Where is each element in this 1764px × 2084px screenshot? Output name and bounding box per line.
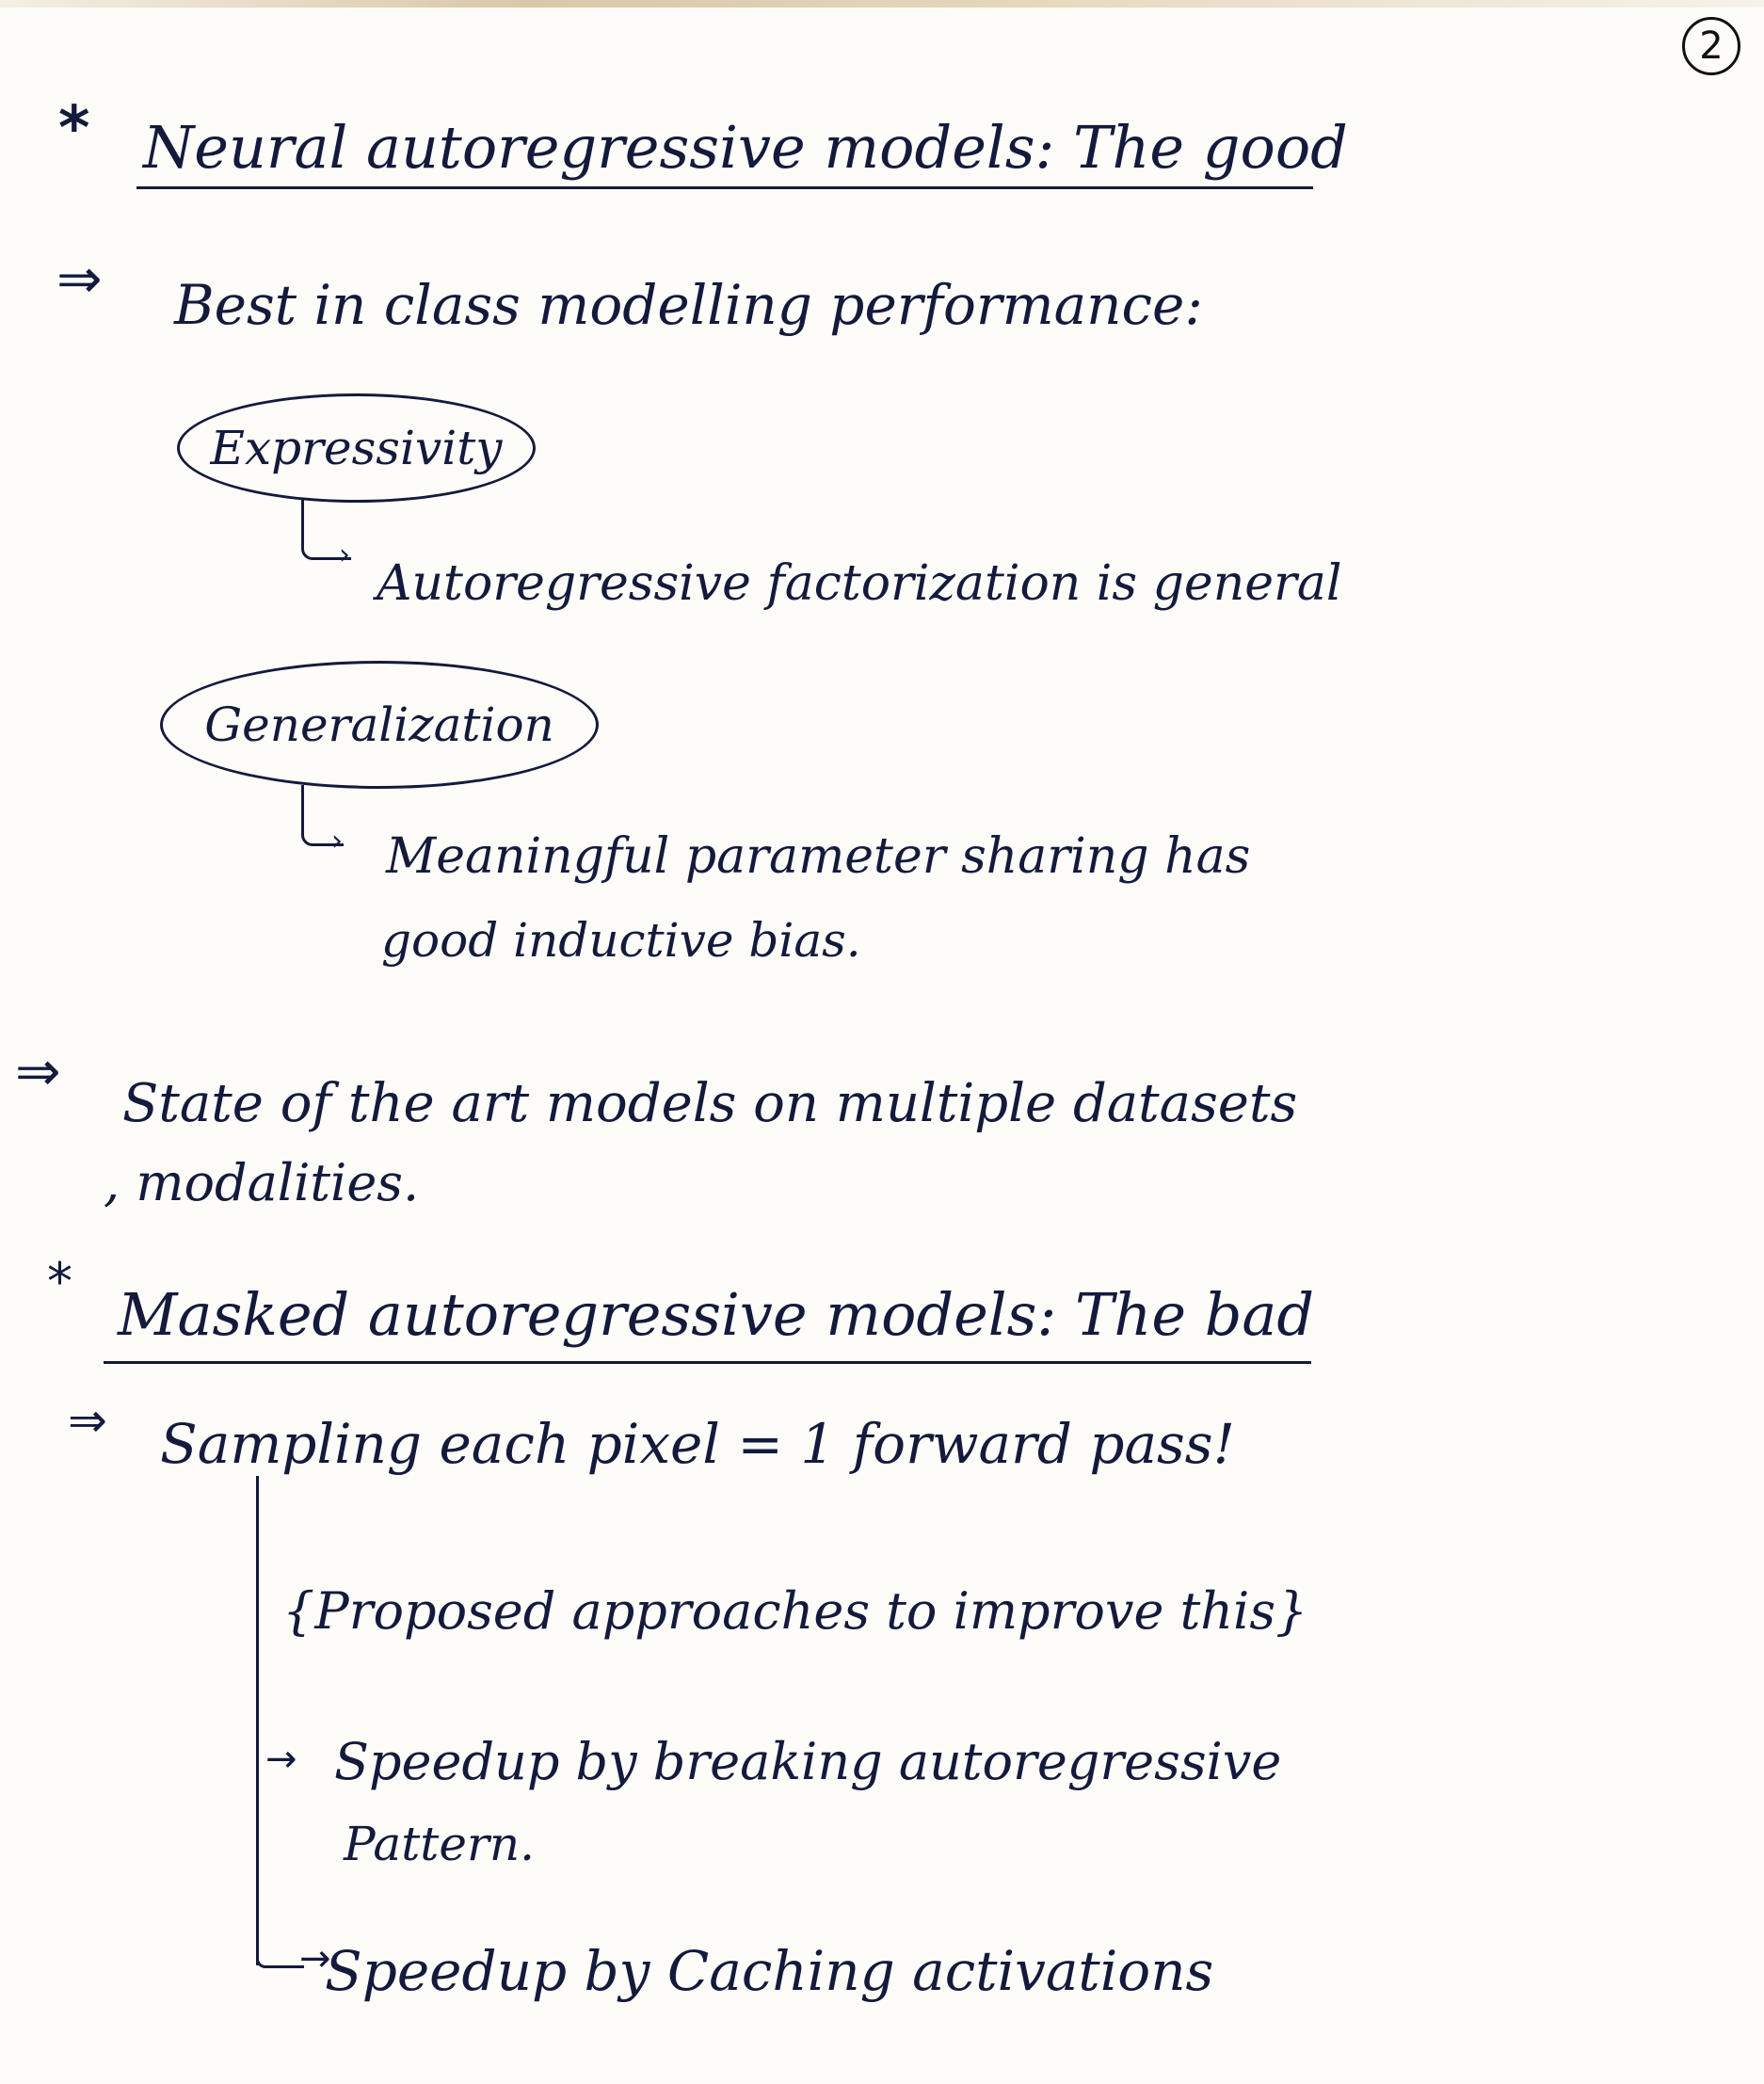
approach-arrowhead: → xyxy=(299,1937,331,1980)
hook-arrowhead: › xyxy=(331,825,343,858)
star-bullet: * xyxy=(58,94,90,164)
approach-arrowhead: → xyxy=(265,1738,297,1781)
hook-arrowhead: › xyxy=(339,538,350,571)
proposed-approaches-text: {Proposed approaches to improve this} xyxy=(282,1581,1308,1641)
approach-breaking-line1: Speedup by breaking autoregressive xyxy=(334,1732,1282,1791)
heading-good-underline xyxy=(136,186,1313,189)
paper-top-edge xyxy=(0,0,1764,8)
generalization-note-line1: Meaningful parameter sharing has xyxy=(386,828,1251,885)
expressivity-hook xyxy=(301,499,351,560)
approach-breaking-line2: Pattern. xyxy=(344,1817,535,1871)
state-of-art-line2: , modalities. xyxy=(104,1153,420,1212)
sampling-text: Sampling each pixel = 1 forward pass! xyxy=(160,1412,1235,1476)
generalization-note-line2: good inductive bias. xyxy=(381,913,861,968)
implies-arrow: ⇒ xyxy=(15,1039,61,1103)
generalization-hook xyxy=(301,785,344,846)
approach-caching: Speedup by Caching activations xyxy=(325,1939,1214,2003)
star-bullet: * xyxy=(47,1252,72,1311)
best-in-class-text: Best in class modelling performance: xyxy=(174,273,1203,337)
expressivity-note: Autoregressive factorization is general xyxy=(377,555,1342,612)
heading-bad-underline xyxy=(104,1361,1311,1364)
state-of-art-line1: State of the art models on multiple data… xyxy=(122,1073,1298,1134)
implies-arrow: ⇒ xyxy=(56,247,103,311)
approaches-bracket-foot xyxy=(256,1920,304,1968)
generalization-oval: Generalization xyxy=(160,661,599,789)
page-number: 2 xyxy=(1682,17,1740,75)
expressivity-oval: Expressivity xyxy=(177,393,536,503)
implies-arrow: ⇒ xyxy=(68,1393,107,1448)
heading-good: Neural autoregressive models: The good xyxy=(143,113,1348,182)
heading-bad: Masked autoregressive models: The bad xyxy=(118,1280,1315,1349)
approaches-bracket xyxy=(256,1476,259,1965)
